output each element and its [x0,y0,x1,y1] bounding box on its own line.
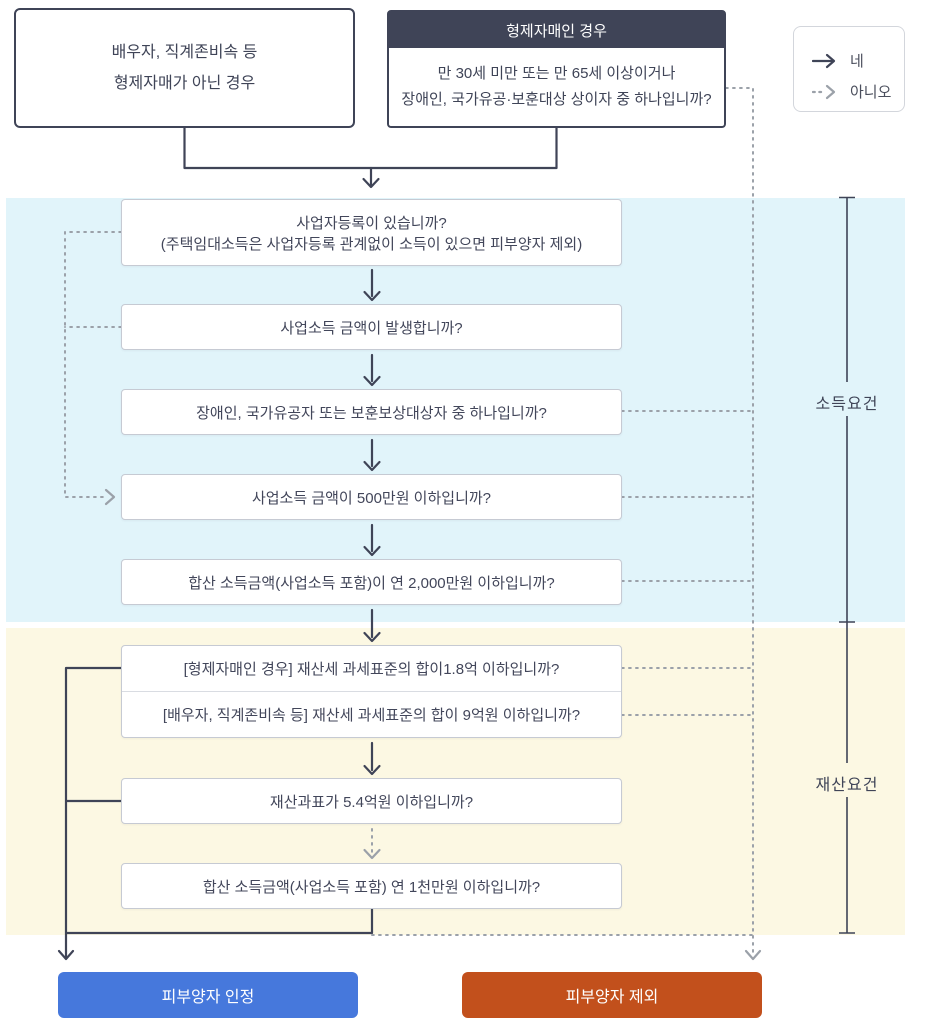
question-total-income-under-10m: 합산 소득금액(사업소득 포함) 연 1천만원 이하입니까? [121,863,622,909]
question-total-income-under-20m: 합산 소득금액(사업소득 포함)이 연 2,000만원 이하입니까? [121,559,622,605]
income-bracket-top [839,196,855,382]
legend-no-row: 아니오 [812,81,891,102]
question-property-under-540m: 재산과표가 5.4억원 이하입니까? [121,778,622,824]
property-bracket-bottom [839,797,855,934]
question-property-spouse-row: [배우자, 직계존비속 등] 재산세 과세표준의 합이 9억원 이하입니까? [162,706,581,724]
income-bracket-bottom [839,416,855,623]
question-property-sibling-row: [형제자매인 경우] 재산세 과세표준의 합이1.8억 이하입니까? [122,646,621,692]
question-disabled-or-veteran: 장애인, 국가유공자 또는 보훈보상대상자 중 하나입니까? [121,389,622,435]
top-merge-line [183,126,558,170]
yes-arrow-icon [812,53,836,68]
question-business-income-under-5m: 사업소득 금액이 500만원 이하입니까? [121,474,622,520]
property-section-label: 재산요건 [815,777,879,794]
question-business-registration: 사업자등록이 있습니까? (주택임대소득은 사업자등록 관계없이 소득이 있으면… [121,199,622,266]
legend-yes-row: 네 [812,50,864,71]
yes-path-to-accept [64,666,374,960]
question-property-tax-base: [형제자매인 경우] 재산세 과세표준의 합이1.8억 이하입니까? [배우자,… [121,645,622,738]
legend-yes-label: 네 [850,53,864,70]
non-sibling-case-box: 배우자, 직계존비속 등 형제자매가 아닌 경우 [14,8,355,128]
non-sibling-line2: 형제자매가 아닌 경우 [113,75,256,92]
no-path-left [64,231,122,498]
sibling-case-header: 형제자매인 경우 [389,12,724,48]
question-business-income-exists: 사업소득 금액이 발생합니까? [121,304,622,350]
no-path-right [725,87,754,953]
sibling-case-box: 형제자매인 경우 만 30세 미만 또는 만 65세 이상이거나 장애인, 국가… [387,10,726,128]
sibling-case-question: 만 30세 미만 또는 만 65세 이상이거나 장애인, 국가유공·보훈대상 상… [401,64,712,108]
dependent-excluded-result: 피부양자 제외 [462,972,762,1018]
no-arrow-icon [812,84,836,99]
legend-no-label: 아니오 [850,84,892,101]
arrow-legend: 네 아니오 [793,26,905,112]
non-sibling-line1: 배우자, 직계존비속 등 [111,43,258,61]
dependent-accepted-result: 피부양자 인정 [58,972,358,1018]
income-section-label: 소득요건 [815,396,879,413]
